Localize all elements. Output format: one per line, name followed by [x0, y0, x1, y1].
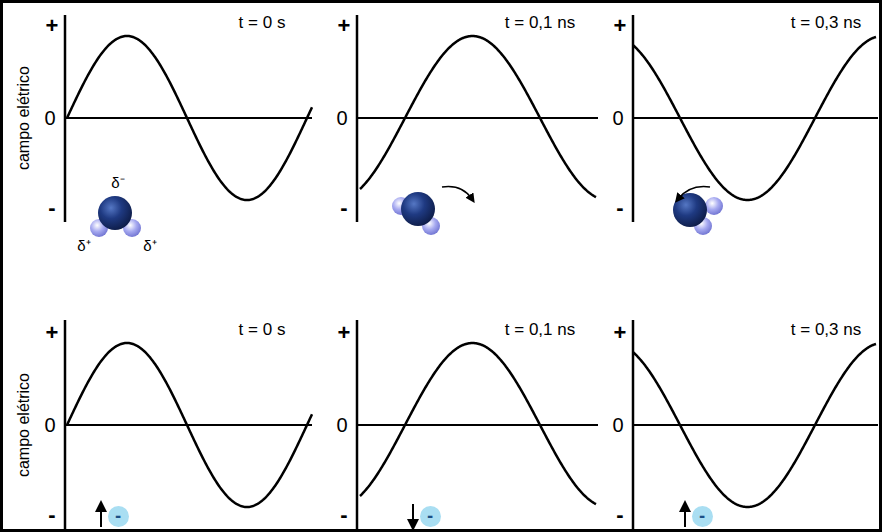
- zero-line: [633, 117, 878, 119]
- electron-charge: -: [115, 509, 121, 524]
- axis-sign: -: [48, 504, 55, 526]
- force-arrow: [412, 504, 414, 525]
- charge-label: δ⁺: [77, 238, 90, 253]
- time-label: t = 0 s: [239, 321, 286, 338]
- axis-sign: +: [614, 15, 627, 37]
- time-label: t = 0 s: [239, 14, 286, 31]
- time-label: t = 0,1 ns: [505, 14, 575, 31]
- water-molecule: [90, 196, 141, 237]
- axis-sign: -: [616, 504, 623, 526]
- time-label: t = 0,1 ns: [505, 321, 575, 338]
- time-label: t = 0,3 ns: [791, 14, 861, 31]
- axis-sign: -: [340, 504, 347, 526]
- electron-circle: -: [420, 506, 441, 527]
- axis-sign: +: [338, 15, 351, 37]
- zero-line: [357, 117, 598, 119]
- waves: [67, 36, 876, 507]
- electron-charge: -: [427, 509, 433, 524]
- field-wave: [67, 343, 312, 507]
- axes: [65, 15, 878, 531]
- water-molecule: [392, 192, 440, 235]
- axis-sign: -: [340, 197, 347, 219]
- electron-circle: -: [108, 506, 129, 527]
- field-wave: [633, 37, 876, 200]
- axis-title: campo elétrico: [16, 66, 32, 170]
- axis-zero: 0: [612, 415, 623, 435]
- force-arrow: [100, 506, 102, 527]
- electron-circle: -: [692, 506, 713, 527]
- axis-title: campo elétrico: [16, 373, 32, 477]
- zero-line: [633, 424, 878, 426]
- axis-zero: 0: [336, 108, 347, 128]
- field-wave: [67, 36, 312, 200]
- axis-zero: 0: [44, 415, 55, 435]
- rotation-arrow: [442, 187, 472, 200]
- electron-charge: -: [699, 509, 705, 524]
- rotation-arrow: [678, 187, 710, 200]
- charge-label: δ⁺: [143, 238, 156, 253]
- field-wave: [633, 344, 876, 507]
- field-wave: [360, 36, 596, 197]
- force-arrow: [684, 506, 686, 527]
- water-molecule: [673, 193, 723, 235]
- axis-zero: 0: [44, 108, 55, 128]
- field-wave: [360, 343, 596, 504]
- zero-line: [357, 424, 598, 426]
- axis-sign: +: [338, 322, 351, 344]
- axis-sign: -: [616, 197, 623, 219]
- axis-sign: +: [614, 322, 627, 344]
- charge-label: δ⁻: [111, 175, 124, 190]
- axis-zero: 0: [612, 108, 623, 128]
- axis-sign: +: [46, 15, 59, 37]
- axis-sign: +: [46, 322, 59, 344]
- axis-zero: 0: [336, 415, 347, 435]
- axis-sign: -: [48, 197, 55, 219]
- time-label: t = 0,3 ns: [791, 321, 861, 338]
